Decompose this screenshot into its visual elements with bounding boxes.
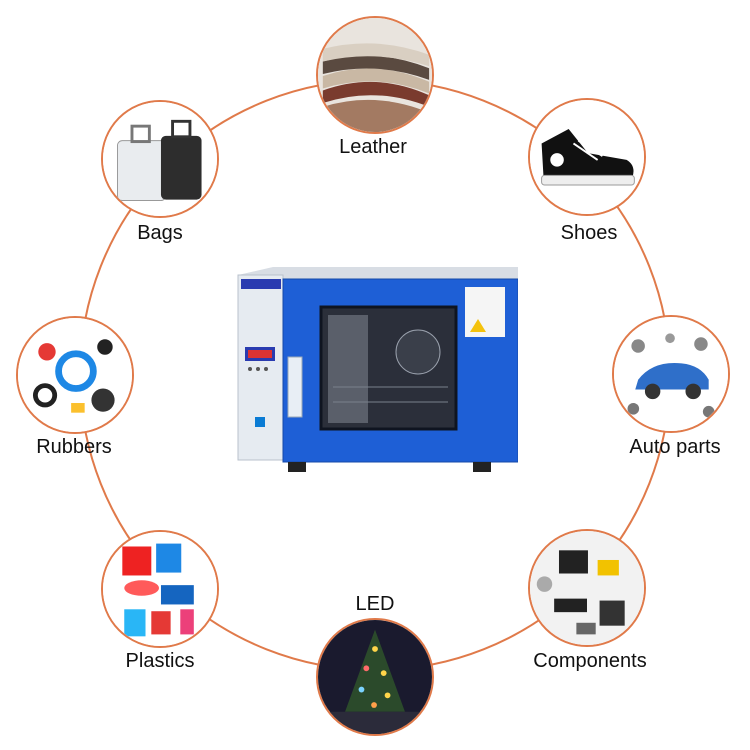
label-plastics: Plastics: [125, 650, 195, 672]
label-components: Components: [533, 650, 647, 672]
suitcase-icon: [103, 102, 217, 216]
electronic-components-icon: [530, 531, 644, 645]
label-rubbers: Rubbers: [36, 436, 112, 458]
label-bags: Bags: [137, 222, 183, 244]
node-led: [316, 618, 434, 736]
node-rubbers: [16, 316, 134, 434]
node-bags: [101, 100, 219, 218]
led-christmas-tree-icon: [318, 620, 432, 734]
drying-oven-icon: [233, 267, 519, 477]
node-plastics: [101, 530, 219, 648]
label-led: LED: [355, 593, 395, 615]
label-leather: Leather: [339, 136, 407, 158]
node-shoes: [528, 98, 646, 216]
label-auto-parts: Auto parts: [629, 436, 721, 458]
sneaker-icon: [530, 100, 644, 214]
node-auto-parts: [612, 315, 730, 433]
node-components: [528, 529, 646, 647]
car-parts-icon: [614, 317, 728, 431]
node-leather: [316, 16, 434, 134]
plastic-buckets-icon: [103, 532, 217, 646]
label-shoes: Shoes: [560, 222, 618, 244]
rubber-seals-icon: [18, 318, 132, 432]
leather-swatches-icon: [318, 18, 432, 132]
